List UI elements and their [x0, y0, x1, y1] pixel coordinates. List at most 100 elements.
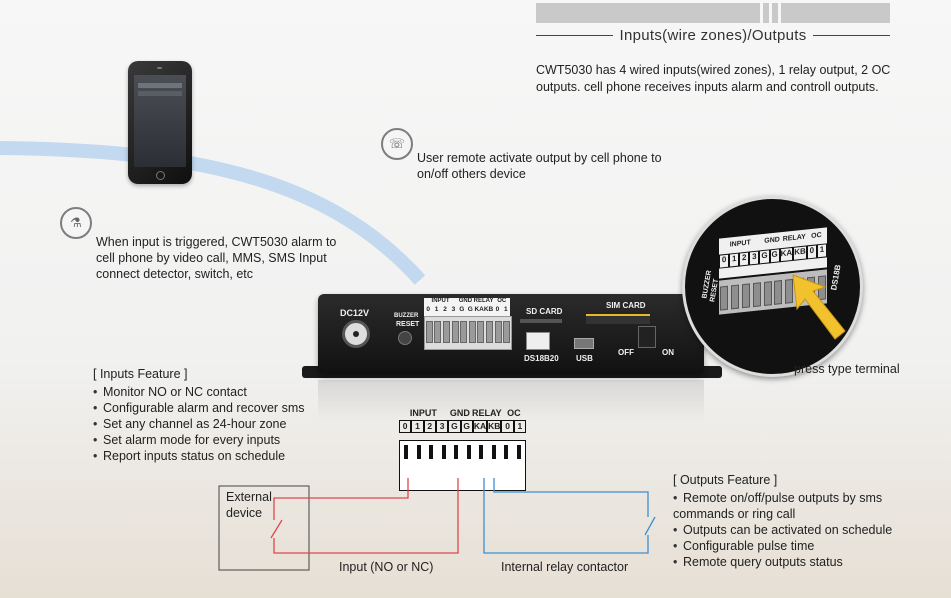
inputs-feature-item: Configurable alarm and recover sms: [93, 400, 333, 416]
phone-screen-bar: [138, 91, 182, 96]
dc-label: DC12V: [340, 308, 370, 318]
section-description: CWT5030 has 4 wired inputs(wired zones),…: [536, 63, 891, 94]
outputs-feature-item: Configurable pulse time: [673, 538, 913, 554]
phone-output-icon: ☏: [381, 128, 413, 160]
sim-card-slot[interactable]: [586, 314, 650, 324]
power-switch[interactable]: [638, 326, 656, 348]
inputs-feature-item: Monitor NO or NC contact: [93, 384, 333, 400]
device-pin-label: G: [467, 306, 473, 313]
header-bar-left: [536, 3, 760, 23]
relay-wire-label: Internal relay contactor: [501, 560, 629, 574]
device-group-label: INPUT: [431, 298, 450, 304]
title-rule-right: [812, 35, 891, 36]
section-title-text: Inputs(wire zones)/Outputs: [619, 27, 807, 44]
header-bar-mid-2: [772, 3, 778, 23]
device-reflection: [318, 380, 704, 420]
section-title: Inputs(wire zones)/Outputs: [536, 27, 891, 44]
device-terminal-block[interactable]: [424, 316, 512, 350]
ds18b20-label: DS18B20: [524, 354, 559, 363]
phone-home-button: [156, 171, 165, 180]
device-pin-label: G: [459, 306, 465, 313]
device-pin-label: 2: [443, 306, 447, 313]
usb-port[interactable]: [574, 338, 594, 349]
inputs-feature-list: Monitor NO or NC contact Configurable al…: [93, 384, 333, 464]
cell-phone: [128, 61, 192, 184]
ds18b20-connector[interactable]: [526, 332, 550, 350]
reset-button[interactable]: [398, 331, 412, 345]
device-pin-label: 0: [495, 306, 500, 313]
device-group-label: RELAY: [473, 298, 494, 304]
phone-screen: [134, 75, 186, 167]
external-device-label: External device: [226, 490, 272, 520]
diagram-pin-label: G: [448, 420, 461, 433]
device-pin-label: 1: [434, 306, 439, 313]
device-terminal-slot: [434, 321, 442, 343]
diagram-group-label: GND: [449, 408, 470, 418]
device-terminal-slot: [425, 321, 433, 343]
diagram-terminal-slot: [491, 445, 496, 459]
outputs-feature-title: [ Outputs Feature ]: [673, 473, 778, 487]
diagram-terminal-slot: [404, 445, 409, 459]
diagram-pin-label: G: [460, 420, 473, 433]
outputs-feature-item: Outputs can be activated on schedule: [673, 522, 913, 538]
device-pin-label: 3: [451, 306, 456, 313]
outputs-feature-list: Remote on/off/pulse outputs by sms comma…: [673, 490, 913, 570]
diagram-group-label: INPUT: [409, 408, 437, 418]
diagram-terminal-slot: [516, 445, 521, 459]
diagram-pin-label: 0: [501, 420, 514, 433]
device-pin-label: KB: [483, 306, 494, 313]
diagram-pin-label: 1: [411, 420, 424, 433]
diagram-pin-label: 3: [435, 420, 449, 433]
outputs-feature-item: Remote query outputs status: [673, 554, 913, 570]
diagram-terminal-slot: [504, 445, 509, 459]
diagram-pin-label: KA: [472, 420, 488, 433]
device-terminal-slot: [468, 321, 476, 343]
header-bar-mid-1: [763, 3, 769, 23]
input-triggered-text: When input is triggered, CWT5030 alarm t…: [96, 235, 337, 281]
device-terminal-slot: [503, 321, 511, 343]
dc-jack: [342, 320, 370, 348]
inputs-feature: [ Inputs Feature ] Monitor NO or NC cont…: [93, 366, 333, 464]
input-wire-label: Input (NO or NC): [339, 560, 434, 574]
device-terminal-slot: [477, 321, 485, 343]
outputs-feature: [ Outputs Feature ] Remote on/off/pulse …: [673, 472, 913, 570]
diagram-pin-label: KB: [487, 420, 502, 433]
device-pin-label: 1: [504, 306, 508, 313]
outputs-feature-item: Remote on/off/pulse outputs by sms comma…: [673, 490, 913, 522]
device-terminal-slot: [451, 321, 459, 343]
sim-card-label: SIM CARD: [606, 301, 646, 310]
device-terminal-slot: [442, 321, 450, 343]
diagram-group-label: OC: [507, 408, 521, 418]
device-pin-label: 0: [426, 306, 431, 313]
on-label: ON: [662, 348, 674, 357]
usb-label: USB: [576, 354, 593, 363]
diagram-pin-label: 0: [399, 420, 412, 433]
diagram-group-label: RELAY: [471, 408, 502, 418]
inputs-feature-item: Set alarm mode for every inputs: [93, 432, 333, 448]
inputs-feature-title: [ Inputs Feature ]: [93, 367, 188, 381]
title-rule-left: [536, 35, 614, 36]
sd-card-label: SD CARD: [526, 307, 563, 316]
device-terminal-slot: [485, 321, 493, 343]
device-pin-label: KA: [474, 306, 484, 313]
device-group-label: GND: [458, 298, 473, 304]
phone-screen-bar: [138, 83, 182, 88]
diagram-terminal-slot: [429, 445, 434, 459]
diagram-terminal-slot: [479, 445, 484, 459]
sd-card-slot[interactable]: [520, 319, 562, 323]
diagram-terminal-slot: [454, 445, 459, 459]
device-terminal-slot: [494, 321, 502, 343]
diagram-pin-label: 2: [423, 420, 436, 433]
inputs-feature-item: Set any channel as 24-hour zone: [93, 416, 333, 432]
detector-icon: ⚗: [60, 207, 92, 239]
diagram-terminal-slot: [466, 445, 471, 459]
buzzer-label: BUZZER: [394, 313, 419, 319]
